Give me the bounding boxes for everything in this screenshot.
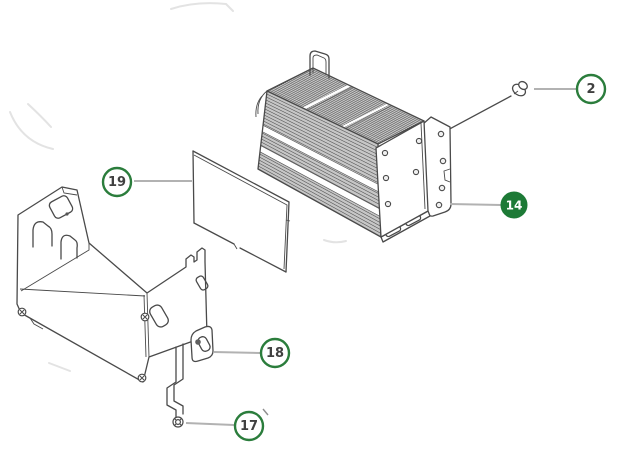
hook-bracket-screw [195,339,201,345]
leader-line-17 [185,422,235,426]
part-lower-strap [166,343,269,428]
stray-tick-mark [262,408,269,416]
cage-screw [140,312,150,322]
part-mounting-cage [16,186,209,383]
cage-slot [48,195,74,219]
part-cover-panel [192,150,291,273]
part-heatsink-module [255,50,452,243]
callout-18[interactable]: 18 [259,337,291,369]
flange-notch [444,169,450,182]
cover-panel-face [193,151,289,272]
faint-artifacts [9,2,347,372]
cage-rivet [65,212,69,216]
cage-body [16,186,208,383]
callout-18-label: 18 [266,346,284,361]
cage-slot [195,275,209,291]
bolt-head [518,80,528,91]
callout-17-label: 17 [240,419,258,434]
hook-bracket-slot [197,336,211,352]
hook-bracket-body [190,325,214,363]
part-hook-bracket [190,325,214,363]
part-flange-bolt [443,80,528,133]
leader-lines [134,88,576,426]
cage-slot [149,304,169,328]
bolt-shaft-line [443,95,512,133]
callout-2[interactable]: 2 [575,73,607,105]
callout-19[interactable]: 19 [101,166,133,198]
cage-arch-cutout [32,221,53,248]
leader-line-14 [449,203,502,206]
cage-arch-cutout [60,234,78,260]
callout-14-label: 14 [506,199,523,213]
cage-screw [137,373,147,383]
callout-14[interactable]: 14 [500,191,528,219]
callout-19-label: 19 [108,175,126,190]
callout-17[interactable]: 17 [233,410,265,442]
end-plate [375,120,429,238]
callout-2-label: 2 [586,82,595,97]
cage-screw [17,307,27,317]
part-screw-17 [172,416,184,428]
top-ear-bracket [309,50,330,79]
leader-line-18 [213,351,261,354]
